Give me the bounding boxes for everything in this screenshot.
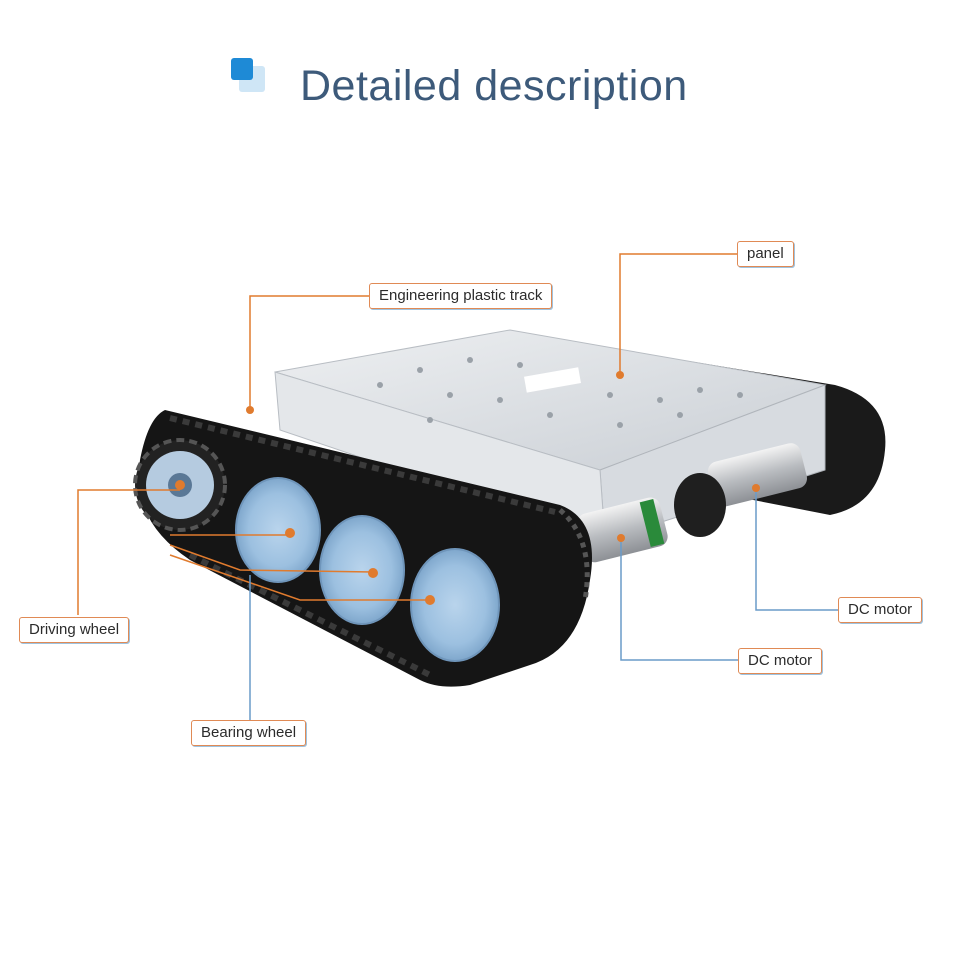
label-engineering-plastic-track: Engineering plastic track xyxy=(369,283,553,309)
bearing-wheel-1 xyxy=(235,477,321,583)
leader-lines xyxy=(77,253,838,720)
dc-motor-front xyxy=(577,497,668,563)
label-dc-motor-right: DC motor xyxy=(838,597,923,623)
dc-motor-rear xyxy=(674,443,808,537)
label-dc-motor-center: DC motor xyxy=(738,648,823,674)
label-driving-wheel: Driving wheel xyxy=(19,617,130,643)
label-bearing-wheel: Bearing wheel xyxy=(191,720,307,746)
label-panel: panel xyxy=(737,241,794,267)
bearing-wheel-2 xyxy=(319,515,405,625)
bearing-wheel-3 xyxy=(410,548,500,662)
driving-wheel xyxy=(133,438,227,532)
page-title: Detailed description xyxy=(300,62,688,110)
header-badge-icon xyxy=(231,58,265,92)
